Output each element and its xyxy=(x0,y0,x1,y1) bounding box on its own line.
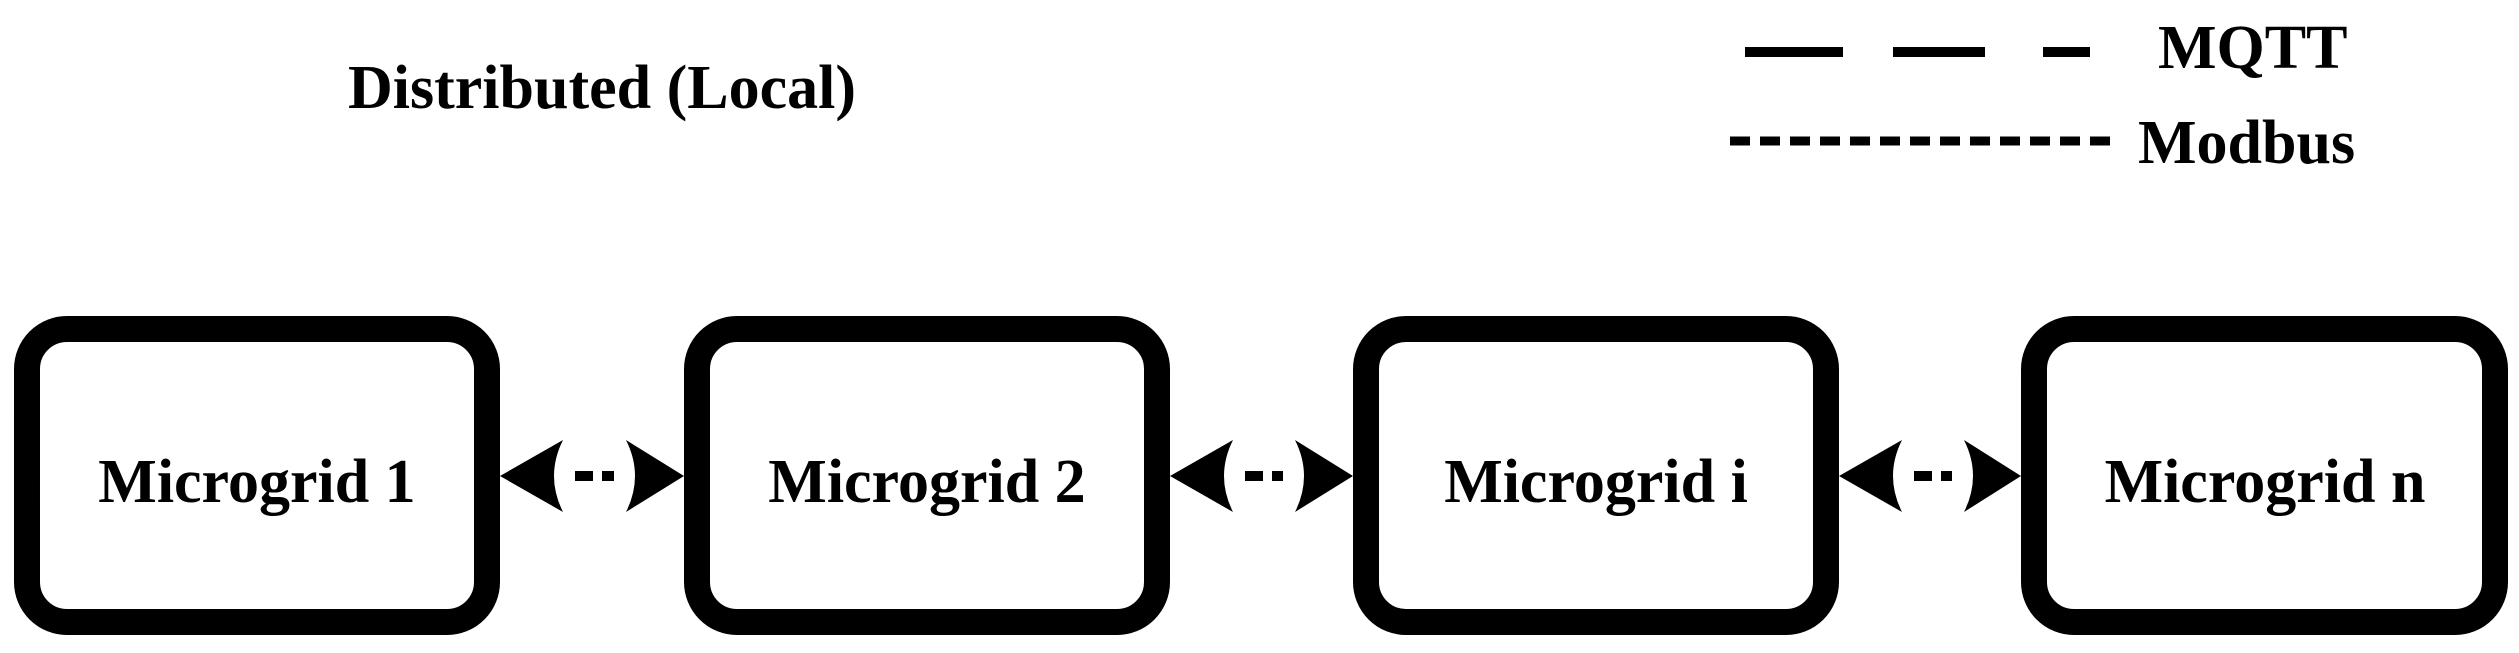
node-microgrid-i: Microgrid i xyxy=(1353,316,1839,635)
node-box xyxy=(1353,316,1839,635)
arrowhead-right-icon xyxy=(1295,440,1353,512)
node-label: Microgrid 1 xyxy=(98,448,415,516)
link-microgrid-i-n xyxy=(1839,440,2021,512)
node-microgrid-n: Microgrid n xyxy=(2021,316,2508,635)
arrowhead-left-icon xyxy=(500,440,563,512)
arrowhead-left-icon xyxy=(1839,440,1902,512)
arrowhead-right-icon xyxy=(626,440,684,512)
node-label: Microgrid n xyxy=(2105,448,2426,516)
node-box xyxy=(684,316,1170,635)
arrowhead-left-icon xyxy=(1170,440,1233,512)
legend-mqtt-label: MQTT xyxy=(2158,14,2347,82)
node-label: Microgrid i xyxy=(1444,448,1748,516)
link-microgrid-1-2 xyxy=(500,440,684,512)
link-microgrid-2-i xyxy=(1170,440,1353,512)
node-microgrid-2: Microgrid 2 xyxy=(684,316,1170,635)
node-box xyxy=(14,316,500,635)
node-microgrid-1: Microgrid 1 xyxy=(14,316,500,635)
legend: MQTT Modbus xyxy=(1730,14,2355,177)
arrowhead-right-icon xyxy=(1964,440,2021,512)
node-box xyxy=(2021,316,2508,635)
legend-modbus-label: Modbus xyxy=(2138,109,2355,177)
node-label: Microgrid 2 xyxy=(768,448,1085,516)
diagram-title: Distributed (Local) xyxy=(348,54,856,122)
